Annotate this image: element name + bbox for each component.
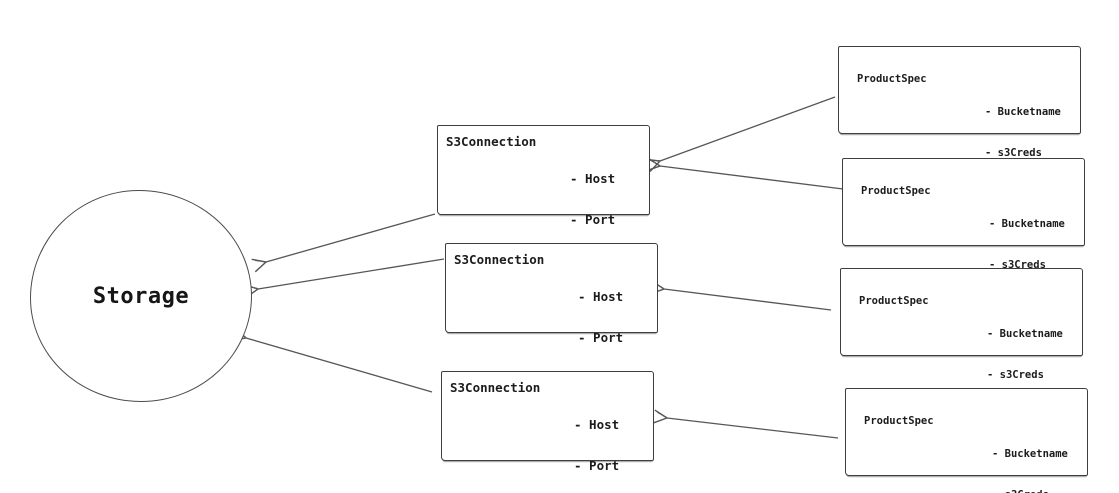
attribute-item: - Port (578, 329, 624, 345)
attribute-item: - Port (574, 457, 620, 473)
attribute-item: - Bucketname (985, 106, 1061, 118)
productspec-attributes: - Bucketname - s3Creds (989, 191, 1065, 299)
attribute-item: - s3Creds (987, 368, 1044, 381)
attribute-item: - s3Creds (989, 258, 1046, 271)
s3connection-title: S3Connection (450, 380, 541, 395)
storage-label: Storage (92, 283, 190, 309)
s3connection-node-2: S3Connection - Host - Port - TLS (445, 243, 658, 384)
productspec-node-3: ProductSpec - Bucketname - s3Creds (840, 268, 1083, 381)
attribute-item: - Port (570, 211, 616, 227)
attribute-item: - Host (578, 289, 624, 304)
arrow-productspec1-to-s3connection1 (660, 96, 836, 161)
arrow-productspec4-to-s3connection3 (667, 418, 839, 439)
productspec-attributes: - Bucketname - s3Creds (985, 79, 1061, 187)
attribute-item: - Bucketname (992, 448, 1068, 460)
productspec-node-1: ProductSpec - Bucketname - s3Creds (838, 46, 1081, 159)
s3connection-node-3: S3Connection - Host - Port - TLS (441, 371, 654, 472)
attribute-item: - Bucketname (989, 218, 1065, 230)
storage-node: Storage (30, 190, 252, 402)
productspec-title: ProductSpec (859, 295, 929, 307)
productspec-title: ProductSpec (864, 415, 934, 427)
s3connection-title: S3Connection (446, 134, 537, 149)
attribute-item: - s3Creds (992, 489, 1068, 493)
attribute-item: - Host (570, 171, 616, 186)
productspec-node-4: ProductSpec - Bucketname - s3Creds (845, 388, 1088, 493)
arrow-s3connection1-to-storage (266, 213, 436, 262)
arrow-s3connection3-to-storage (246, 338, 433, 393)
arrow-s3connection2-to-storage (258, 258, 445, 289)
productspec-node-2: ProductSpec - Bucketname - s3Creds (842, 158, 1085, 271)
productspec-title: ProductSpec (857, 73, 927, 85)
productspec-attributes: - Bucketname - s3Creds (987, 301, 1063, 409)
arrow-productspec3-to-s3connection2 (664, 289, 832, 311)
attribute-item: - Host (574, 417, 620, 432)
productspec-attributes: - Bucketname - s3Creds (992, 421, 1068, 493)
productspec-title: ProductSpec (861, 185, 931, 197)
attribute-item: - Bucketname (987, 328, 1063, 340)
attribute-item: - s3Creds (985, 146, 1042, 159)
s3connection-attributes: - Host - Port - TLS (574, 391, 619, 493)
s3connection-node-1: S3Connection - Host - Port - TLS (437, 125, 650, 266)
arrow-productspec2-to-s3connection1 (660, 166, 844, 190)
s3connection-title: S3Connection (454, 252, 545, 267)
